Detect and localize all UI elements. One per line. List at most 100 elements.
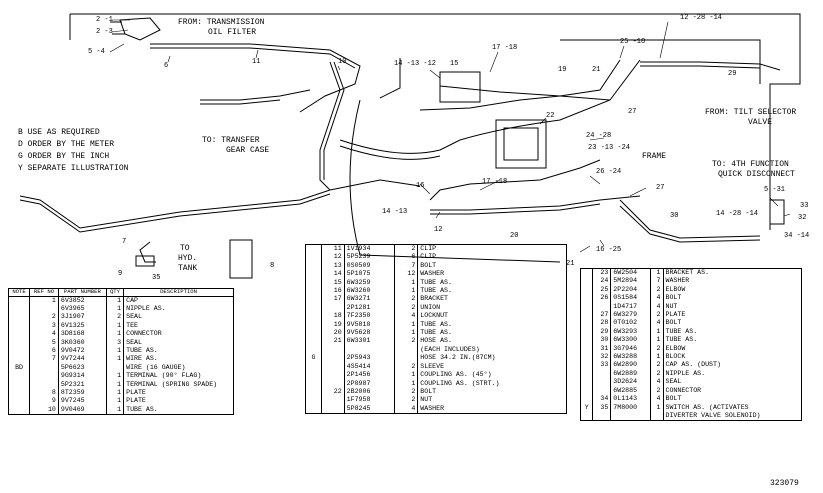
cell-ref-no: 8	[29, 388, 59, 398]
callout-num: 14 -28 -14	[716, 210, 759, 218]
cell-ref-no: 26	[592, 294, 612, 303]
cell-qty: 1	[394, 379, 419, 388]
cell-description: WASHER	[665, 277, 690, 285]
cell-description: NUT	[420, 396, 433, 404]
cell-note	[580, 386, 594, 396]
cell-qty: 4	[394, 404, 419, 414]
tube-20	[430, 195, 641, 215]
cell-ref-no: 3	[29, 321, 59, 331]
tube-10	[319, 61, 341, 191]
cell-note	[305, 320, 322, 330]
cell-qty: 1	[106, 296, 125, 305]
cell-part-number: 8T2359	[58, 388, 107, 398]
tube-6	[150, 43, 361, 113]
cell-note: Y	[580, 403, 594, 412]
tube-6b	[150, 47, 356, 69]
cell-description: TUBE AS.	[665, 336, 698, 344]
callout-num: 6	[164, 62, 169, 70]
cell-qty: 1	[394, 371, 419, 380]
cell-ref-no	[592, 302, 612, 312]
table-row: (EACH INCLUDES)	[305, 345, 567, 355]
cell-description: HOSE AS.	[420, 337, 452, 345]
cell-ref-no: 6	[29, 346, 59, 356]
cell-description: COUPLING AS. (45°)	[420, 371, 492, 379]
cell-part-number: 9V7245	[58, 397, 107, 406]
callout-num: 2 -3	[96, 28, 113, 36]
cell-part-number: 9V5628	[344, 329, 396, 338]
cell-qty: 7	[650, 277, 664, 286]
cell-ref-no	[321, 303, 345, 313]
callout-num: 27	[656, 184, 665, 192]
cell-qty: 4	[394, 312, 419, 321]
cell-note	[305, 396, 322, 405]
cell-part-number: 5P2321	[58, 380, 107, 389]
cell-ref-no	[321, 354, 345, 363]
cell-note	[305, 362, 322, 372]
frame-outline	[69, 13, 801, 263]
cell-ref-no: 24	[592, 277, 612, 286]
cell-ref-no: 20	[321, 329, 345, 338]
cell-description: SWITCH AS. (ACTIVATES	[665, 403, 749, 411]
callout-gear-case: GEAR CASE	[226, 146, 270, 155]
cell-qty: 1	[106, 372, 125, 381]
cell-part-number: 7F2350	[344, 312, 396, 321]
cell-part-number: 0L1143	[610, 395, 652, 404]
cell-part-number: 6W3293	[610, 327, 652, 337]
cell-note	[305, 404, 322, 414]
cell-note	[305, 278, 322, 288]
cell-qty: 1	[394, 329, 419, 338]
table-row: DIVERTER VALVE SOLENOID)	[580, 411, 802, 421]
cell-description: TUBE AS.	[126, 346, 158, 354]
cell-ref-no: 33	[592, 361, 612, 370]
cell-qty: 1	[106, 330, 125, 339]
cell-ref-no: 35	[592, 403, 612, 412]
cell-part-number: 2P0987	[344, 379, 396, 388]
cell-note	[8, 405, 31, 415]
callout-num: 25 -18	[620, 38, 646, 46]
cell-qty: 2	[394, 244, 419, 254]
cell-ref-no: 16	[321, 287, 345, 296]
cell-ref-no	[29, 380, 59, 389]
cell-qty: 1	[650, 403, 664, 412]
cell-part-number: 3D2624	[610, 378, 652, 387]
cell-qty: 2	[394, 295, 419, 304]
cell-description: LOCKNUT	[420, 312, 448, 320]
cell-description: CAP AS. (DUST)	[665, 361, 721, 369]
cell-description: WASHER	[420, 270, 445, 278]
callout-num: 14 -13 -12	[394, 60, 437, 68]
cell-ref-no	[592, 378, 612, 387]
cell-part-number: 6W3259	[344, 278, 396, 288]
cell-ref-no	[321, 345, 345, 355]
callout-num: 23 -13 -24	[588, 144, 631, 152]
cell-part-number: 2P1456	[344, 371, 396, 380]
callout-num: 35	[152, 274, 161, 282]
filter-fitting	[110, 17, 161, 41]
cell-ref-no: 18	[321, 312, 345, 321]
callout-quick-disconnect: QUICK DISCONNECT	[718, 170, 795, 179]
header-ref-no: REF NO	[29, 288, 59, 297]
cell-part-number	[344, 345, 396, 355]
cell-description: CONNECTOR	[126, 330, 162, 338]
cell-qty: 1	[106, 304, 125, 314]
left-tube	[19, 179, 421, 229]
callout-num: 17 -18	[482, 178, 508, 186]
cell-qty	[650, 411, 664, 421]
cell-qty: 1	[106, 380, 125, 389]
cell-qty: 1	[106, 321, 125, 331]
cell-ref-no	[592, 369, 612, 379]
